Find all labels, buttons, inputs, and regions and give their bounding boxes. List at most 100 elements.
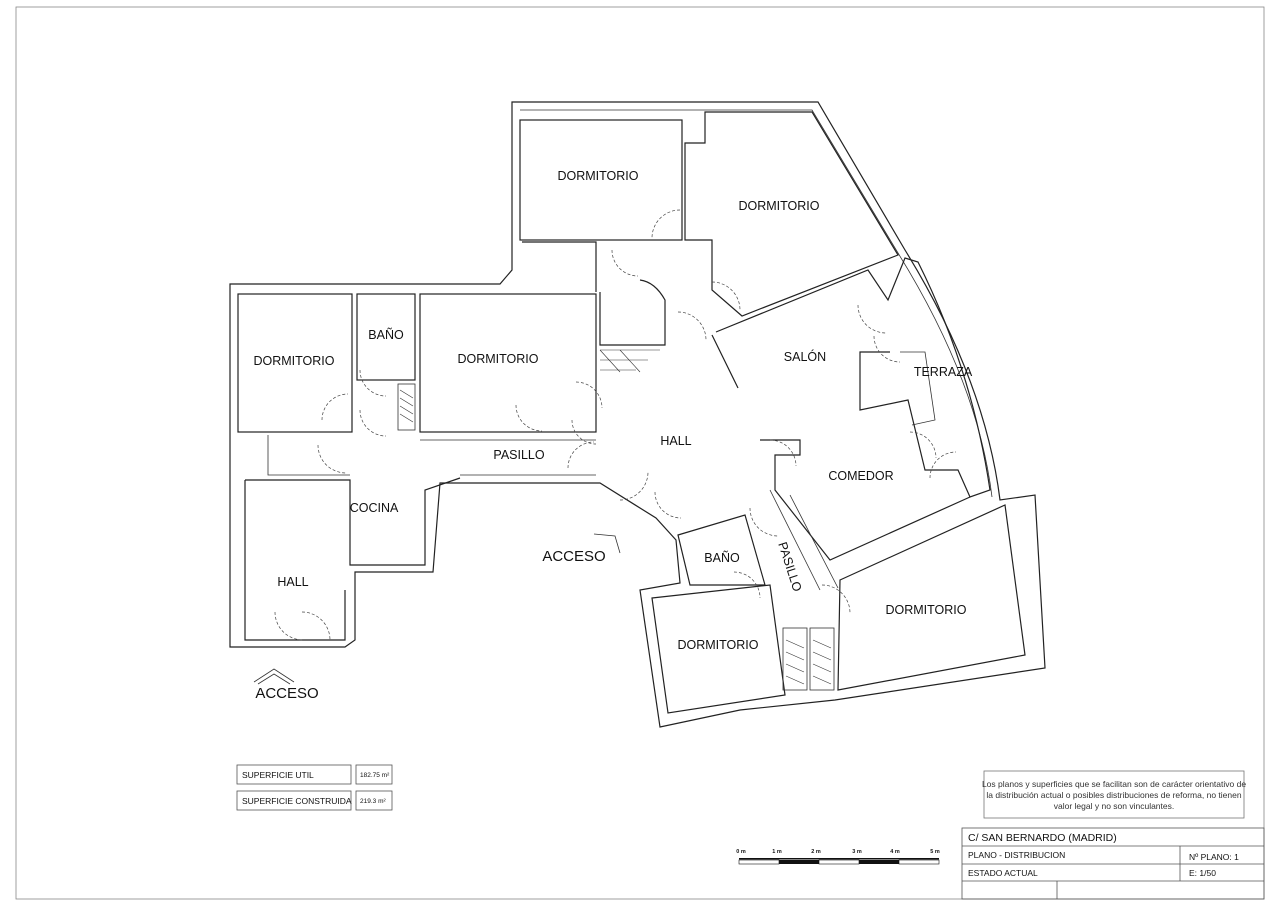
scale-label: 5 m — [930, 849, 940, 855]
room-label-pasillo: PASILLO — [493, 448, 544, 462]
door-arc — [654, 491, 682, 519]
wall-pasillo-right — [769, 489, 839, 591]
door-arc — [359, 409, 387, 437]
room-label-dormitorio: DORMITORIO — [677, 638, 758, 652]
wall-cocina — [245, 477, 461, 566]
wall-pasillo — [267, 435, 596, 476]
door-arc — [575, 381, 603, 409]
title-block-frame — [961, 827, 1265, 900]
wall-salon — [715, 257, 991, 498]
door-arc — [274, 611, 304, 641]
door-arc — [611, 249, 639, 277]
scale-label: 1 m — [772, 849, 782, 855]
doors — [274, 209, 957, 641]
outer-wall — [229, 101, 1046, 728]
scale-segment — [779, 860, 819, 864]
stair-hatch — [599, 349, 660, 373]
access-label: ACCESO — [255, 685, 318, 702]
room-label-bano: BAÑO — [368, 328, 404, 342]
surface-construida-value: 219.3 m² — [360, 798, 386, 805]
closet-bottom-b — [809, 627, 835, 691]
surface-util-label-cell — [236, 764, 352, 785]
disclaimer-line: la distribución actual o posibles distri… — [986, 790, 1241, 800]
surface-util-value: 182.75 m² — [360, 772, 390, 779]
door-arc — [873, 335, 901, 363]
surface-construida-label: SUPERFICIE CONSTRUIDA — [242, 796, 352, 806]
door-arc — [317, 444, 347, 474]
wall-dorm-top-right — [684, 111, 899, 317]
scale-label: 2 m — [811, 849, 821, 855]
closet-left-hatch — [399, 389, 414, 423]
disclaimer-note: Los planos y superficies que se facilita… — [982, 770, 1246, 819]
title-plano: PLANO - DISTRIBUCION — [968, 850, 1065, 860]
room-label-dormitorio: DORMITORIO — [457, 352, 538, 366]
door-arc — [749, 507, 779, 537]
door-arc — [711, 281, 741, 311]
door-arc — [301, 611, 331, 641]
wall-hall-left — [244, 480, 346, 641]
room-labels: DORMITORIO DORMITORIO DORMITORIO BAÑO DO… — [253, 169, 972, 702]
room-label-hall: HALL — [660, 434, 691, 448]
door-arc — [651, 209, 681, 239]
door-arc — [359, 369, 387, 397]
surface-construida-label-cell — [236, 790, 352, 811]
room-label-dormitorio: DORMITORIO — [885, 603, 966, 617]
room-label-cocina: COCINA — [350, 501, 399, 515]
title-escala: E: 1/50 — [1189, 868, 1216, 878]
wall-terraza — [900, 351, 936, 426]
disclaimer-box — [983, 770, 1245, 819]
room-label-bano: BAÑO — [704, 551, 740, 565]
closet-bottom-hatch — [785, 639, 832, 685]
wall-hall-center — [522, 241, 739, 389]
closet-bottom-a — [782, 627, 808, 691]
wall-dorm-center-left — [419, 293, 597, 433]
door-arc — [515, 404, 543, 432]
title-address: C/ SAN BERNARDO (MADRID) — [968, 832, 1117, 844]
wall-dorm-left — [237, 293, 353, 433]
inner-outline — [520, 109, 993, 498]
access-label: ACCESO — [542, 548, 605, 565]
room-label-dormitorio: DORMITORIO — [253, 354, 334, 368]
surface-table: SUPERFICIE UTIL 182.75 m² SUPERFICIE CON… — [236, 764, 393, 811]
wall-dorm-top-center — [519, 119, 683, 241]
wall-dorm-bottom-right — [837, 504, 1026, 691]
disclaimer-line: valor legal y no son vinculantes. — [1054, 801, 1175, 811]
door-arc — [857, 304, 887, 334]
door-arc — [619, 471, 649, 501]
sheet-border — [15, 6, 1265, 900]
room-label-dormitorio: DORMITORIO — [557, 169, 638, 183]
room-label-comedor: COMEDOR — [828, 469, 893, 483]
room-label-dormitorio: DORMITORIO — [738, 199, 819, 213]
scale-segment — [818, 859, 860, 865]
room-label-salon: SALÓN — [784, 349, 826, 364]
wall-bano-left — [356, 293, 416, 381]
door-arc — [567, 441, 595, 469]
room-label-pasillo: PASILLO — [775, 540, 804, 593]
door-arc — [733, 571, 761, 599]
room-label-hall: HALL — [277, 575, 308, 589]
floor-plan — [229, 101, 1046, 728]
disclaimer-line: Los planos y superficies que se facilita… — [982, 779, 1246, 789]
wall-comedor — [760, 439, 971, 561]
title-plano-number: Nº PLANO: 1 — [1189, 852, 1239, 862]
title-block: C/ SAN BERNARDO (MADRID) PLANO - DISTRIB… — [961, 827, 1265, 900]
door-arc — [929, 451, 957, 479]
door-arc — [677, 311, 707, 341]
scale-label: 4 m — [890, 849, 900, 855]
surface-util-label: SUPERFICIE UTIL — [242, 770, 314, 780]
room-label-terraza: TERRAZA — [914, 365, 973, 379]
acceso-left-chevron — [253, 668, 295, 685]
scale-tick-bar — [739, 858, 939, 860]
surface-util-value-cell — [355, 764, 393, 785]
door-arc — [769, 439, 797, 467]
closet-left — [397, 383, 416, 431]
scale-label: 3 m — [852, 849, 862, 855]
wall-dorm-bottom-center — [651, 584, 786, 714]
acceso-center-marker — [593, 533, 621, 554]
scale-segment — [859, 860, 899, 864]
title-estado: ESTADO ACTUAL — [968, 868, 1038, 878]
surface-construida-value-cell — [355, 790, 393, 811]
scale-bar: 0 m 1 m 2 m 3 m 4 m 5 m — [736, 849, 940, 865]
scale-segment — [738, 859, 780, 865]
